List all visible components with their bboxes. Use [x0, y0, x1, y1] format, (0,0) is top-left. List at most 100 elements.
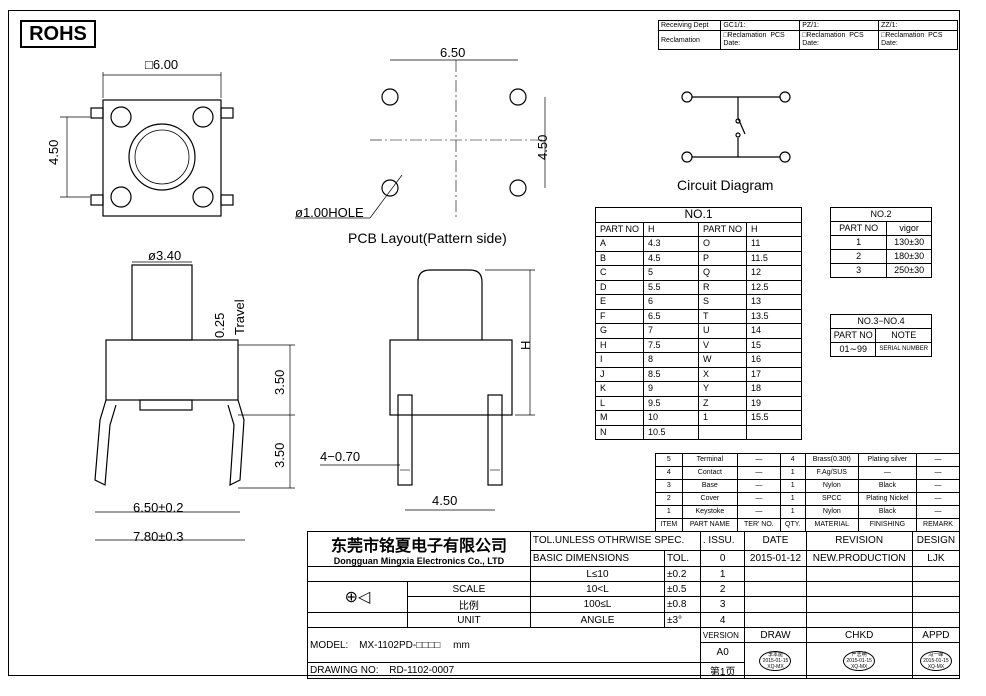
bom-cell: —: [737, 479, 781, 493]
no2-cell: 250±30: [886, 263, 932, 278]
dim-body-size: □6.00: [145, 57, 179, 72]
no1-header: PART NO: [698, 221, 748, 237]
no1-cell: S: [698, 294, 748, 310]
no34-cell: SERIAL NUMBER: [875, 342, 932, 357]
bom-cell: —: [916, 505, 960, 519]
no1-cell: 7.5: [643, 337, 700, 353]
bom-header: PART NAME: [681, 518, 739, 532]
no34-cell: 01∼99: [829, 342, 877, 357]
bom-cell: SPCC: [804, 492, 859, 506]
no1-header: H: [746, 221, 803, 237]
bom-cell: —: [737, 453, 781, 467]
bom-cell: 5: [655, 453, 683, 467]
no1-cell: A: [594, 236, 645, 252]
appd-header: APPD: [911, 627, 961, 643]
company-name-cn: 东莞市铭夏电子有限公司: [330, 538, 507, 555]
rev-triangle: 3: [699, 596, 746, 613]
top-view-button: [128, 123, 196, 191]
bom-cell: Contact: [681, 466, 739, 480]
no2-title: NO.2: [830, 207, 932, 222]
design-header: DESIGN: [911, 531, 961, 551]
bom-cell: Nylon: [804, 505, 859, 519]
no1-cell: 4.3: [643, 236, 700, 252]
bom-cell: —: [916, 453, 960, 467]
no1-cell: 6.5: [643, 308, 700, 324]
tol-dim: 100≤L: [529, 596, 666, 613]
dim-350-upper: 3.50: [272, 369, 287, 395]
bom-header: ITEM: [655, 518, 683, 532]
no1-cell: 13: [746, 294, 803, 310]
no1-cell: L: [594, 395, 645, 411]
bom-cell: Cover: [681, 492, 739, 506]
bom-header: TER' NO.: [737, 518, 781, 532]
no1-cell: 17: [746, 366, 803, 382]
bom-cell: —: [916, 479, 960, 493]
no1-cell: C: [594, 265, 645, 281]
bom-cell: —: [857, 466, 918, 480]
dim-650-tol: 6.50±0.2: [133, 500, 184, 515]
no1-cell: 18: [746, 381, 803, 397]
label-travel: Travel: [232, 299, 247, 335]
no1-cell: 11: [746, 236, 803, 252]
no1-cell: U: [698, 323, 748, 339]
no1-cell: 9.5: [643, 395, 700, 411]
revision-header: REVISION: [805, 531, 913, 551]
pcb-caption: PCB Layout(Pattern side): [348, 230, 507, 246]
no1-cell: 13.5: [746, 308, 803, 324]
draw-stamp: 李本能 2015-01-15 XQ-MX: [759, 650, 792, 671]
dim-780-tol: 7.80±0.3: [133, 529, 184, 544]
no1-cell: M: [594, 410, 645, 426]
no1-cell: 15.5: [746, 410, 803, 426]
no1-cell: I: [594, 352, 645, 368]
bom-cell: Keystoke: [681, 505, 739, 519]
appd-stamp: 冯一峰 2015-01-15 XQ-MX: [919, 650, 952, 671]
no34-title: NO.3−NO.4: [830, 314, 932, 329]
bom-cell: Terminal: [681, 453, 739, 467]
no1-cell: 8.5: [643, 366, 700, 382]
design-value: LJK: [911, 549, 961, 568]
model-value: MX-1102PD-□□□□: [359, 639, 441, 651]
no1-cell: 9: [643, 381, 700, 397]
unit-label: UNIT: [406, 612, 531, 628]
date-header: DATE: [744, 531, 807, 551]
no1-cell: T: [698, 308, 748, 324]
no1-cell: 6: [643, 294, 700, 310]
no1-cell: 4.5: [643, 250, 700, 266]
no2-cell: 2: [829, 249, 888, 264]
bom-cell: 1: [655, 505, 683, 519]
dim-hole: ø1.00HOLE: [295, 205, 364, 220]
bom-header: QTY.: [779, 518, 806, 532]
drawing-no-label: DRAWING NO:: [310, 665, 379, 676]
bom-cell: 3: [655, 479, 683, 493]
no1-cell: W: [698, 352, 748, 368]
no1-cell: 16: [746, 352, 803, 368]
tol-val: ±0.2: [664, 566, 701, 582]
no34-header: NOTE: [875, 328, 932, 343]
tol-label: TOL.: [664, 549, 701, 568]
bom-cell: 1: [779, 492, 806, 506]
rev-triangle: 2: [699, 581, 746, 597]
bom-header: FINISHING: [857, 518, 918, 532]
bom-cell: 4: [655, 466, 683, 480]
no1-cell: Z: [698, 395, 748, 411]
rev-triangle: 1: [699, 566, 746, 582]
no1-cell: Y: [698, 381, 748, 397]
no1-cell: [746, 424, 803, 440]
bom-header: MATERIAL: [804, 518, 859, 532]
no1-cell: 5.5: [643, 279, 700, 295]
company-name-en: Dongguan Mingxia Electronics Co., LTD: [333, 556, 505, 566]
no1-cell: J: [594, 366, 645, 382]
bom-cell: Plating Nickel: [857, 492, 918, 506]
dim-height-h: H: [518, 340, 533, 350]
rev-triangle: 4: [699, 612, 746, 628]
draw-header: DRAW: [744, 627, 807, 643]
scale-label: SCALE: [406, 581, 531, 597]
bom-cell: —: [737, 505, 781, 519]
dim-button-dia: ø3.40: [148, 248, 182, 263]
bom-cell: Black: [857, 505, 918, 519]
issu-header: . ISSU.: [699, 531, 746, 551]
no1-cell: 7: [643, 323, 700, 339]
no2-header: PART NO: [829, 221, 888, 236]
